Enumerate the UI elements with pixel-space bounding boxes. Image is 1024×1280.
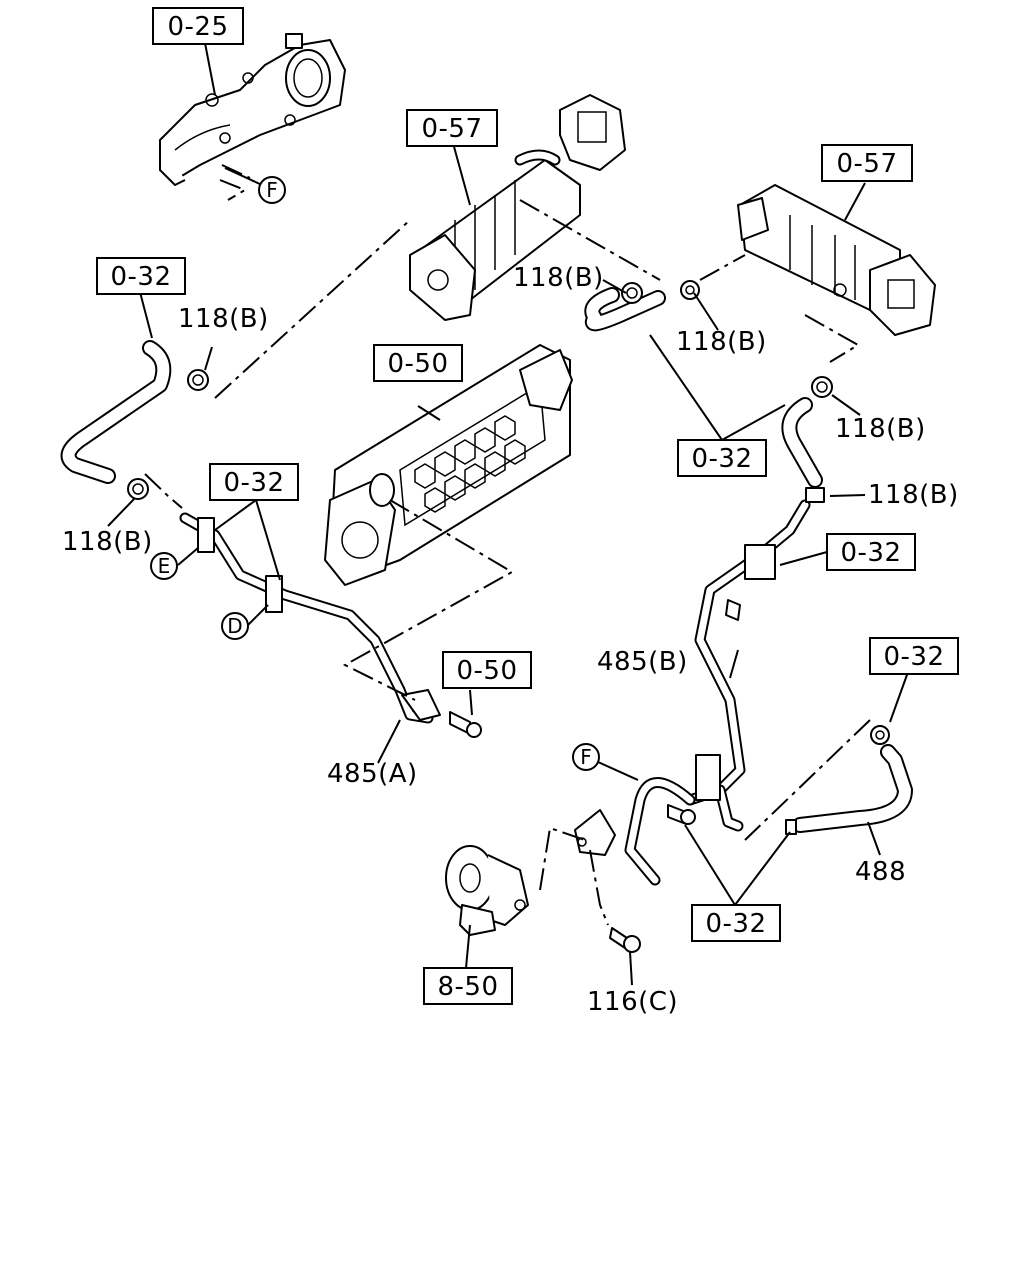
svg-text:0-32: 0-32 <box>110 262 171 292</box>
svg-text:0-57: 0-57 <box>421 114 482 144</box>
marker-e: E <box>150 552 178 580</box>
label-pipe-485a: 485(A) <box>327 759 418 789</box>
pipe-485b <box>624 499 811 886</box>
egr-cooler-right-drawing <box>737 184 936 336</box>
reference-box-0-32-bottom: 0-32 <box>691 904 781 942</box>
svg-text:0-25: 0-25 <box>167 12 228 42</box>
svg-text:0-50: 0-50 <box>387 349 448 379</box>
clamp-symbols <box>127 280 890 835</box>
center-coolant-hose <box>584 287 666 332</box>
label-clamp-118b-1: 118(B) <box>178 304 269 334</box>
reference-box-0-50-bolt: 0-50 <box>442 651 532 689</box>
svg-text:8-50: 8-50 <box>437 972 498 1002</box>
reference-box-0-32-right-clamp: 0-32 <box>826 533 916 571</box>
label-bolt-116c: 116(C) <box>587 987 678 1017</box>
svg-text:0-32: 0-32 <box>883 642 944 672</box>
label-clamp-118b-5: 118(B) <box>835 414 926 444</box>
leader-lines <box>107 42 909 986</box>
marker-f-top: F <box>258 176 286 204</box>
pipe-bracket-drawing <box>574 809 616 856</box>
left-coolant-hose <box>60 340 172 484</box>
svg-text:0-57: 0-57 <box>836 149 897 179</box>
reference-box-0-57-left: 0-57 <box>406 109 498 147</box>
svg-text:E: E <box>158 554 171 578</box>
reference-box-0-32-far-right: 0-32 <box>869 637 959 675</box>
label-clamp-118b-2: 118(B) <box>62 527 153 557</box>
pipe-485a <box>179 512 441 724</box>
right-coolant-hose <box>781 397 823 488</box>
reference-box-0-50-center: 0-50 <box>373 344 463 382</box>
reference-box-0-25: 0-25 <box>152 7 244 45</box>
label-clamp-118b-4: 118(B) <box>676 327 767 357</box>
reference-box-0-32-top-left: 0-32 <box>96 257 186 295</box>
label-clamp-118b-3: 118(B) <box>513 263 604 293</box>
svg-text:F: F <box>580 745 592 769</box>
dash-lines <box>144 164 871 926</box>
tensioner-pulley-drawing <box>445 845 529 936</box>
svg-text:0-32: 0-32 <box>223 468 284 498</box>
exhaust-manifold-drawing <box>159 33 346 186</box>
svg-text:0-32: 0-32 <box>691 444 752 474</box>
svg-text:0-32: 0-32 <box>840 538 901 568</box>
hose-488 <box>792 744 913 833</box>
reference-box-0-32-left-pipe: 0-32 <box>209 463 299 501</box>
label-clamp-118b-6: 118(B) <box>868 480 959 510</box>
svg-text:0-32: 0-32 <box>705 909 766 939</box>
egr-cooler-left-drawing <box>409 94 626 321</box>
svg-text:F: F <box>266 178 278 202</box>
reference-box-0-32-center-hose: 0-32 <box>677 439 767 477</box>
marker-f-bottom: F <box>572 743 600 771</box>
egr-module-center-drawing <box>324 344 573 586</box>
reference-box-0-57-right: 0-57 <box>821 144 913 182</box>
label-hose-488: 488 <box>855 857 906 887</box>
bolt-symbols <box>449 711 696 953</box>
svg-text:D: D <box>227 614 242 638</box>
label-pipe-485b: 485(B) <box>597 647 688 677</box>
marker-d: D <box>221 612 249 640</box>
reference-box-8-50: 8-50 <box>423 967 513 1005</box>
svg-text:0-50: 0-50 <box>456 656 517 686</box>
